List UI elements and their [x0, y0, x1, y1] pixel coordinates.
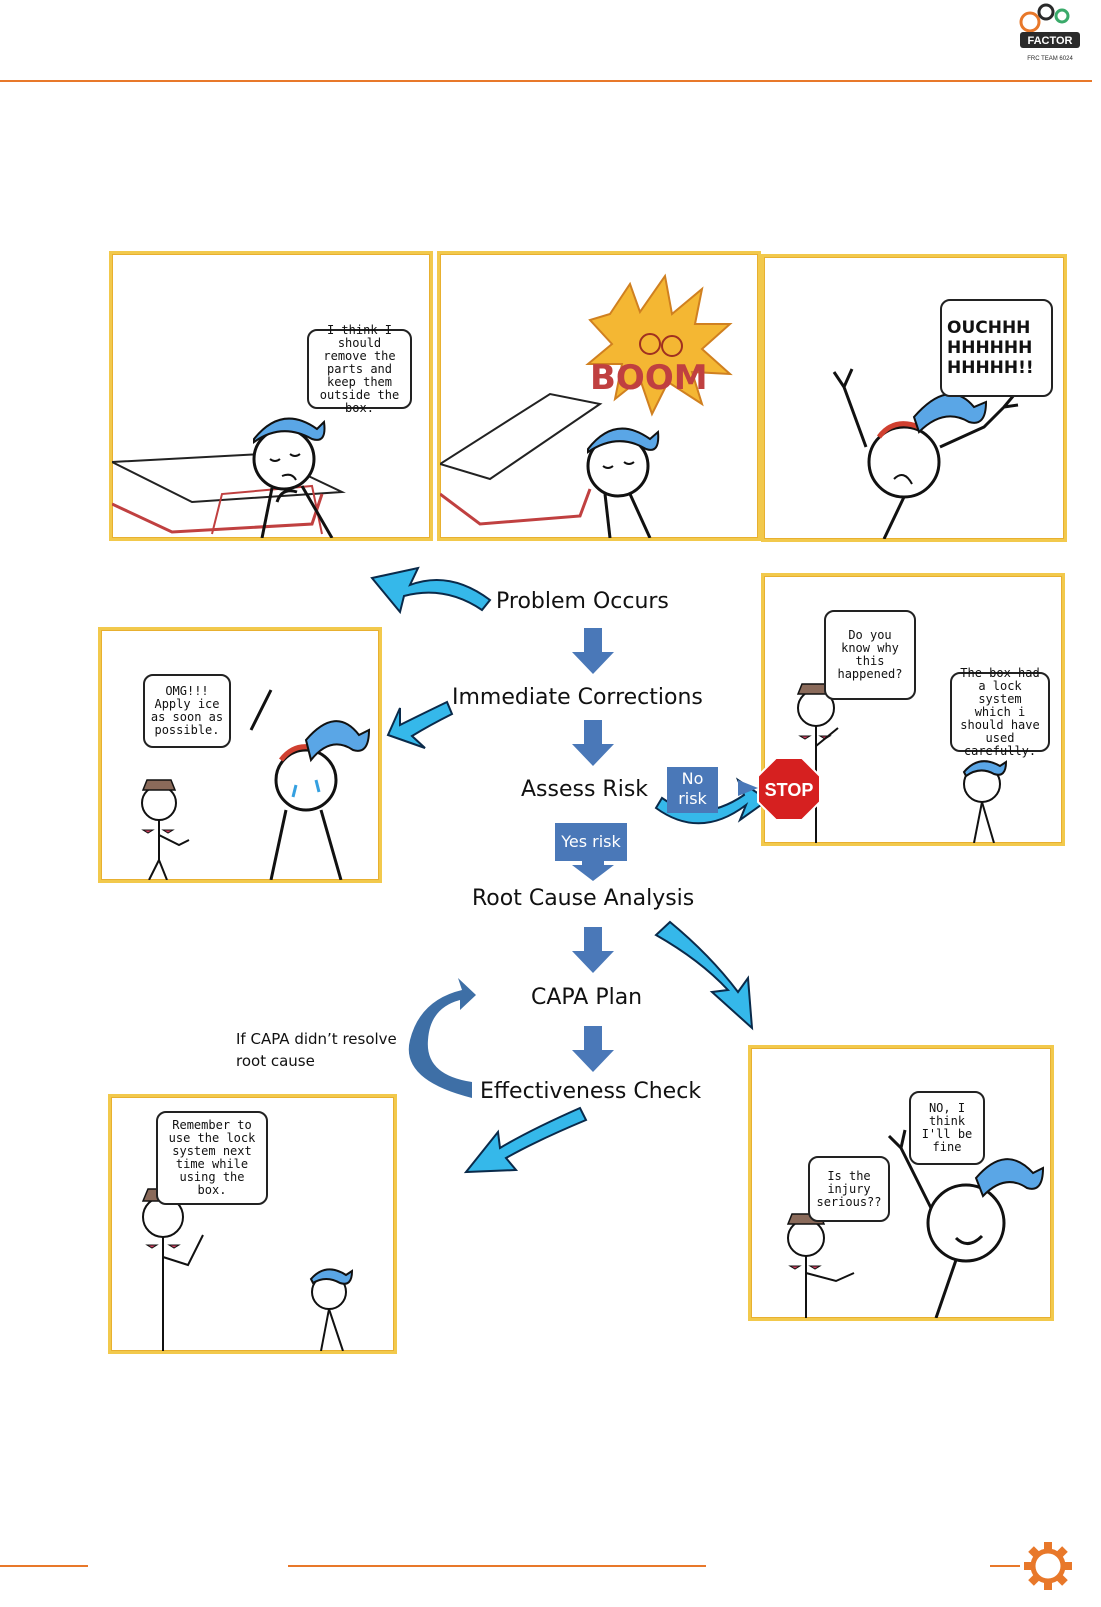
stickman-in-pain: [832, 368, 1019, 539]
speech-bubble: I think I should remove the parts and ke…: [307, 323, 412, 414]
comic-panel-3: OUCHHH HHHHHH HHHHH!!: [761, 254, 1067, 542]
comic-panel-2: BOOM: [437, 251, 761, 541]
step-capa-plan: CAPA Plan: [531, 985, 643, 1010]
footer-rule-left: [0, 1565, 88, 1567]
comic-panel-6: Is the injury serious?? NO, I think I'll…: [748, 1045, 1054, 1321]
stop-sign-icon: STOP: [757, 757, 821, 821]
comic-panel-1: I think I should remove the parts and ke…: [109, 251, 433, 541]
team-logo: FACTOR FRC TEAM 6024: [1016, 2, 1086, 68]
step-problem-occurs: Problem Occurs: [496, 589, 669, 614]
step-assess-risk: Assess Risk: [521, 777, 649, 802]
header-rule: [0, 80, 1092, 82]
stickmen-lesson: [141, 1188, 354, 1351]
stickman-thinking: [112, 417, 346, 538]
yes-risk-label: Yes risk: [555, 823, 627, 861]
comic-panel-7: Remember to use the lock system next tim…: [108, 1094, 397, 1354]
speech-bubble: Remember to use the lock system next tim…: [156, 1111, 268, 1205]
speech-bubble-answer: NO, I think I'll be fine: [909, 1091, 985, 1165]
svg-text:STOP: STOP: [765, 780, 814, 800]
step-effectiveness-check: Effectiveness Check: [480, 1079, 702, 1104]
no-risk-pointer-icon: [738, 780, 758, 796]
footer-rule-right: [990, 1565, 1020, 1567]
step-root-cause-analysis: Root Cause Analysis: [472, 886, 695, 911]
pointer-arrow-to-panel-6: [654, 920, 754, 1031]
gear-icon: [1022, 1540, 1074, 1592]
down-arrow-icon: [572, 628, 614, 1072]
boom-text: BOOM: [590, 358, 708, 398]
speech-bubble-question: Do you know why this happened?: [824, 610, 916, 700]
pointer-arrow-to-panel-7: [463, 1106, 588, 1174]
speech-bubble: OMG!!! Apply ice as soon as possible.: [143, 674, 231, 748]
speech-bubble: OUCHHH HHHHHH HHHHH!!: [940, 299, 1053, 397]
pointer-arrow-to-panel-1: [370, 566, 492, 615]
stickmen-check-injury: [786, 1129, 1045, 1318]
svg-text:FACTOR: FACTOR: [1027, 35, 1072, 47]
step-immediate-corrections: Immediate Corrections: [452, 685, 703, 710]
speech-bubble-question: Is the injury serious??: [808, 1156, 890, 1222]
loop-note: If CAPA didn’t resolve root cause: [236, 1030, 397, 1070]
loop-back-arrow: [408, 978, 476, 1098]
comic-panel-4: OMG!!! Apply ice as soon as possible.: [98, 627, 382, 883]
svg-text:FRC TEAM 6024: FRC TEAM 6024: [1027, 56, 1073, 62]
stickman-hit-by-lid: BOOM: [440, 273, 733, 538]
stickmen-ice-advice: [141, 689, 371, 880]
speech-bubble-answer: The box had a lock system which i should…: [950, 666, 1050, 757]
no-risk-label: No risk: [667, 767, 718, 813]
footer-rule-center: [288, 1565, 706, 1567]
pointer-arrow-to-panel-4: [386, 700, 454, 749]
